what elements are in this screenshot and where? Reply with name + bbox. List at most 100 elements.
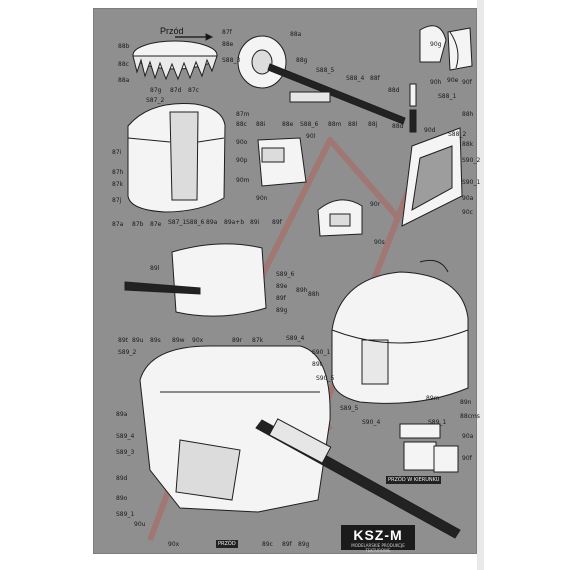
part-label: S88_2 [448,131,467,138]
part-label: 90c [462,209,473,216]
part-label: S90_5 [316,375,335,382]
part-label: 88d [388,87,400,94]
part-label: 87i [112,149,122,156]
brand-logo-text: KSZ-M [353,527,403,543]
part-label: S89_4 [286,335,305,342]
part-label: S90_1 [312,349,331,356]
front-label: Przód [160,26,184,36]
part-label: 89c [262,541,273,548]
part-label: S88_3 [222,57,241,64]
part-label: 87k [252,337,264,344]
part-label: 90d [424,127,436,134]
turret-dome-part [331,259,469,404]
part-label: 89n [460,399,472,406]
part-label: 88e [282,121,294,128]
part-label: 88d [392,123,404,130]
part-label: 88l [348,121,358,128]
turret-main-part [139,345,461,539]
part-label: 87j [112,197,122,204]
part-label: 89f [282,541,292,548]
part-label: 90f [462,79,472,86]
part-label: 88m [328,121,342,128]
part-label: S88_4 [346,75,365,82]
part-label: 90x [192,337,204,344]
turret-plate-part [124,243,267,317]
part-label: S88_6 [186,219,205,226]
part-label: S89_5 [340,405,359,412]
part-label: 88c [118,61,129,68]
part-label: S88_6 [300,121,319,128]
part-label: S89_4 [116,433,135,440]
part-label: 88j [368,121,378,128]
part-label: 89a [116,411,128,418]
part-label: 89w [172,337,185,344]
part-label: 90r [370,201,381,208]
part-label: 90p [236,157,248,164]
part-label: 89m [426,395,440,402]
part-label: S90_1 [462,179,481,186]
part-label: 88e [222,41,234,48]
part-label: 90o [236,139,248,146]
part-label: 89d [116,475,128,482]
part-label: S90_2 [462,157,481,164]
part-label: 89f [272,219,282,226]
part-label: 88g [296,57,308,64]
part-label: 90s [374,239,385,246]
part-label: 89f [276,295,286,302]
part-label: 89r [232,337,243,344]
part-label: 90x [168,541,180,548]
part-label: 87b [132,221,144,228]
part-label: 87h [112,169,124,176]
brand-logo-subtitle: MODELARSKIE PRODUKCJE TEKTUROWE [351,543,405,553]
part-label: 90a [462,195,474,202]
small-boxes [399,423,459,473]
part-label: 90a [462,433,474,440]
part-label: 89l [150,265,160,272]
part-label: 88a [118,77,130,84]
part-label: S88_1 [438,93,457,100]
turret-side-box [127,102,226,213]
part-label: S89_1 [428,419,447,426]
part-label: 90l [306,133,316,140]
brand-logo: KSZ-M MODELARSKIE PRODUKCJE TEKTUROWE [341,525,415,553]
part-label: 88h [462,111,474,118]
part-label: 87e [150,221,162,228]
part-label: 90g [430,41,442,48]
part-label: 87k [112,181,124,188]
part-label: S87_2 [146,97,165,104]
part-label: 88c [236,121,247,128]
part-label: 87a [112,221,124,228]
part-label: 89a+b [224,219,245,226]
part-label: 89g [276,307,288,314]
part-label: S88_5 [316,67,335,74]
part-label: 88a [290,31,302,38]
orientation-strip-small: PRZÓD [216,540,238,548]
vision-block-part [317,199,363,237]
part-label: 88i [256,121,266,128]
part-label: 88b [118,43,130,50]
ammo-box-part [257,137,307,187]
frame-part [401,127,463,227]
part-label: S89_6 [276,271,295,278]
part-label: S89_3 [116,449,135,456]
part-label: 90f [462,455,472,462]
part-label: 89t [118,337,128,344]
part-label: 87d [170,87,182,94]
part-label: 89h [296,287,308,294]
gun-mantlet-part [237,35,417,133]
part-label: 88f [370,75,380,82]
part-label: 88k [462,141,474,148]
part-label: 89g [298,541,310,548]
hatch-pieces [419,25,473,71]
orientation-strip: PRZÓD W KIERUNKU [386,476,442,484]
part-label: 87m [236,111,250,118]
part-label: 88cms [460,413,480,420]
part-label: 87f [222,29,232,36]
part-label: 90h [430,79,442,86]
page-edge [477,0,484,570]
part-label: 90m [236,177,250,184]
part-label: 89t [312,361,322,368]
part-label: 87c [188,87,199,94]
part-label: 90e [447,77,459,84]
